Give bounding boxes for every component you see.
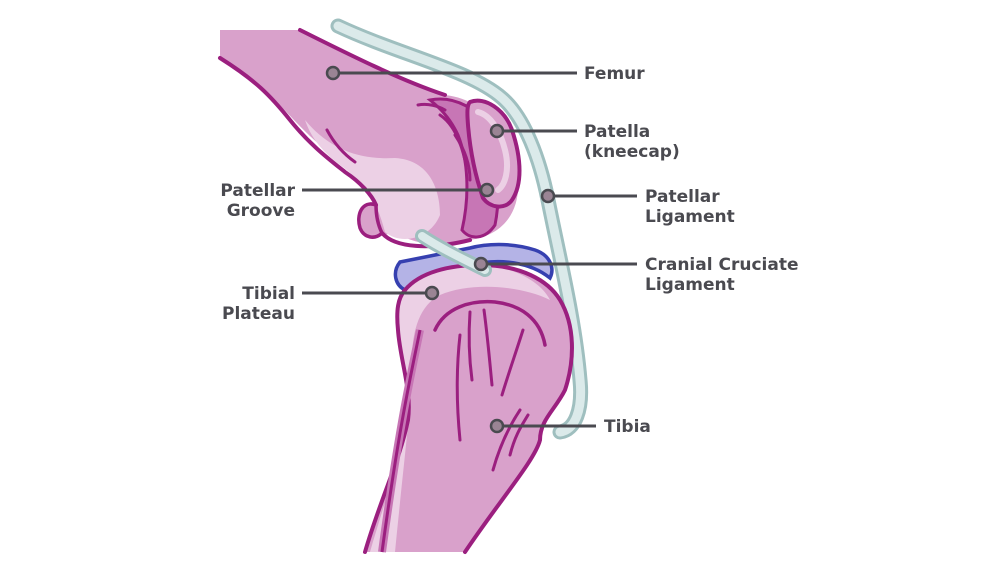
label-text: Patellar — [220, 181, 295, 201]
label-text: Plateau — [222, 304, 295, 324]
label-text: Cranial Cruciate — [645, 255, 798, 275]
label-text: Ligament — [645, 275, 735, 295]
anchor-dot-icon — [325, 65, 341, 81]
label-text: Tibia — [604, 417, 651, 437]
label-femur: Femur — [325, 64, 645, 84]
anchor-dot-icon — [473, 256, 489, 272]
label-text: Patellar — [645, 187, 720, 207]
label-tibia: Tibia — [489, 417, 651, 437]
patella-shape — [465, 98, 522, 209]
label-text: Femur — [584, 64, 645, 84]
anchor-dot-icon — [540, 188, 556, 204]
annotations: FemurPatella(kneecap)PatellarGroovePatel… — [220, 64, 798, 437]
label-patella: Patella(kneecap) — [489, 122, 680, 162]
anchor-dot-icon — [479, 182, 495, 198]
anchor-dot-icon — [424, 285, 440, 301]
tibia-shape — [363, 262, 574, 554]
anchor-dot-icon — [489, 418, 505, 434]
label-text: Groove — [227, 201, 295, 221]
label-text: Patella — [584, 122, 650, 142]
label-text: (kneecap) — [584, 142, 680, 162]
anchor-dot-icon — [489, 123, 505, 139]
label-text: Tibial — [242, 284, 295, 304]
label-text: Ligament — [645, 207, 735, 227]
